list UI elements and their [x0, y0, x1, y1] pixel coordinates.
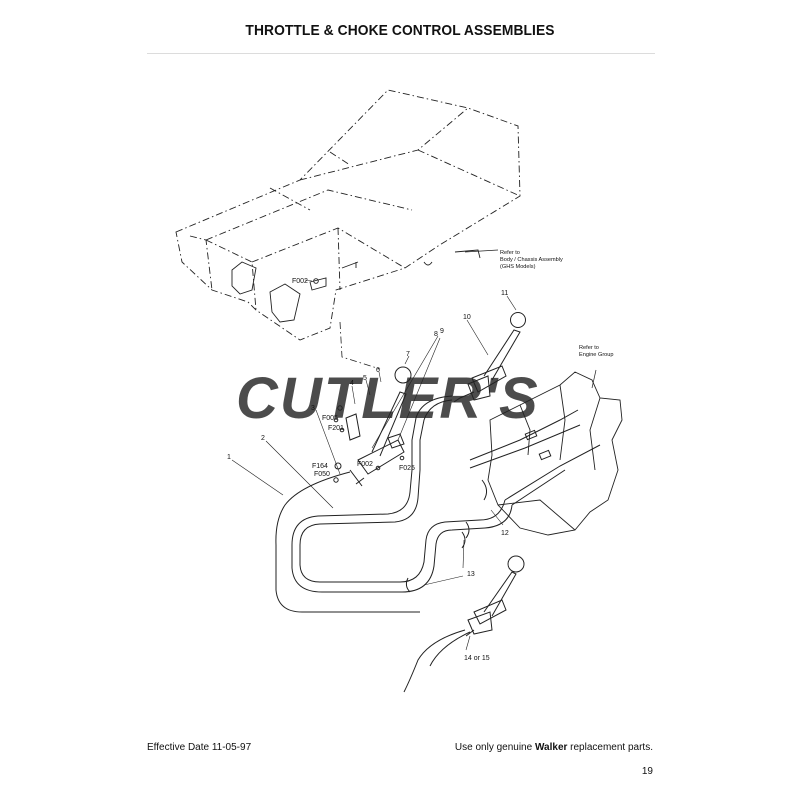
callout-12: 12 — [501, 530, 509, 537]
fastener-f050: F050 — [314, 471, 330, 478]
page-title: THROTTLE & CHOKE CONTROL ASSEMBLIES — [245, 22, 555, 39]
fastener-f002-bracket: F002 — [357, 461, 373, 468]
brand-name: Walker — [534, 742, 568, 753]
callout-13: 13 — [467, 571, 475, 578]
effective-date: Effective Date 11-05-97 — [147, 742, 252, 753]
callout-3: 3 — [311, 405, 315, 412]
callout-leaders — [231, 279, 517, 651]
callout-4: 4 — [350, 380, 354, 387]
callout-labels: 1 2 3 4 5 6 7 8 9 10 11 12 13 14 or 15 F… — [227, 278, 509, 662]
fastener-f164: F164 — [312, 463, 328, 470]
callout-8: 8 — [434, 331, 438, 338]
svg-text:Engine Group: Engine Group — [579, 352, 614, 358]
refer-body-chassis-note: Refer to Body / Chassis Assembly (GHS Mo… — [500, 250, 563, 270]
upper-lever-assembly — [453, 312, 526, 403]
fastener-f005: F005 — [322, 415, 338, 422]
svg-text:(GHS Models): (GHS Models) — [500, 264, 536, 270]
fastener-f025: F025 — [399, 465, 415, 472]
body-chassis-outline — [175, 89, 521, 341]
callout-1: 1 — [227, 454, 231, 461]
cable-runs — [275, 395, 601, 693]
callout-11: 11 — [501, 290, 508, 297]
callout-14-or-15: 14 or 15 — [464, 655, 490, 662]
lower-lever-assembly — [465, 555, 525, 637]
callout-10: 10 — [463, 314, 471, 321]
callout-7: 7 — [406, 351, 410, 358]
callout-9: 9 — [440, 328, 444, 335]
engine-outline — [487, 371, 623, 536]
parts-notice: Use only genuine Walker replacement part… — [454, 742, 653, 753]
svg-text:Refer to: Refer to — [579, 345, 599, 351]
refer-engine-group-note: Refer to Engine Group — [579, 345, 614, 358]
page-number: 19 — [641, 766, 653, 777]
callout-2: 2 — [261, 435, 265, 442]
title-divider — [147, 53, 655, 54]
svg-text:Body / Chassis Assembly: Body / Chassis Assembly — [500, 257, 563, 263]
callout-6: 6 — [376, 367, 380, 374]
fastener-f201: F201 — [328, 425, 344, 432]
fastener-f002-top: F002 — [292, 278, 308, 285]
svg-text:Refer to: Refer to — [500, 250, 520, 256]
callout-5: 5 — [363, 375, 367, 382]
